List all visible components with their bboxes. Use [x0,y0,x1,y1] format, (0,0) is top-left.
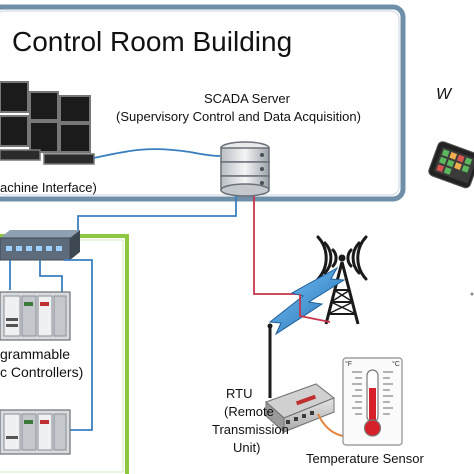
rtu-label-line3: Transmission [212,422,289,437]
wireless-signal-icon [316,235,368,281]
plc-label-line1: grammable [0,346,71,362]
hmi-label: achine Interface) [0,180,97,195]
rtu-device-icon [265,383,335,434]
scada-description: (Supervisory Control and Data Acquisitio… [116,109,361,124]
scada-server-label: SCADA Server [204,91,290,106]
thermometer-unit-f: °F [345,361,353,368]
edge-marker-dot [470,292,474,296]
temperature-sensor-label: Temperature Sensor [306,451,424,466]
tower-rtu-link [299,294,331,323]
thermometer-unit-c: °C [392,361,400,368]
rtu-label-line1: RTU [226,386,253,401]
building-title: Control Room Building [12,26,293,57]
cropped-side-text: W [436,86,452,103]
scada-tower-link [253,196,300,295]
control-room-building-frame [0,4,406,202]
scada-server-icon [220,141,270,197]
scada-switch-link [77,196,237,230]
smartphone-icon [428,141,474,189]
rtu-label-line2: (Remote [224,404,274,419]
hmi-monitor-wall [0,81,95,165]
radio-tower-icon [324,254,360,325]
thermometer-icon [342,357,403,446]
plc-lower-icon [0,409,71,455]
switch-plc2-link [39,260,63,300]
switch-plc3-link [64,259,93,431]
network-switch-icon [0,230,80,261]
plc-upper-icon [0,291,71,341]
rtu-label-line4: Unit) [233,440,261,455]
hmi-scada-link [93,148,221,159]
plc-label-line2: c Controllers) [0,364,84,380]
